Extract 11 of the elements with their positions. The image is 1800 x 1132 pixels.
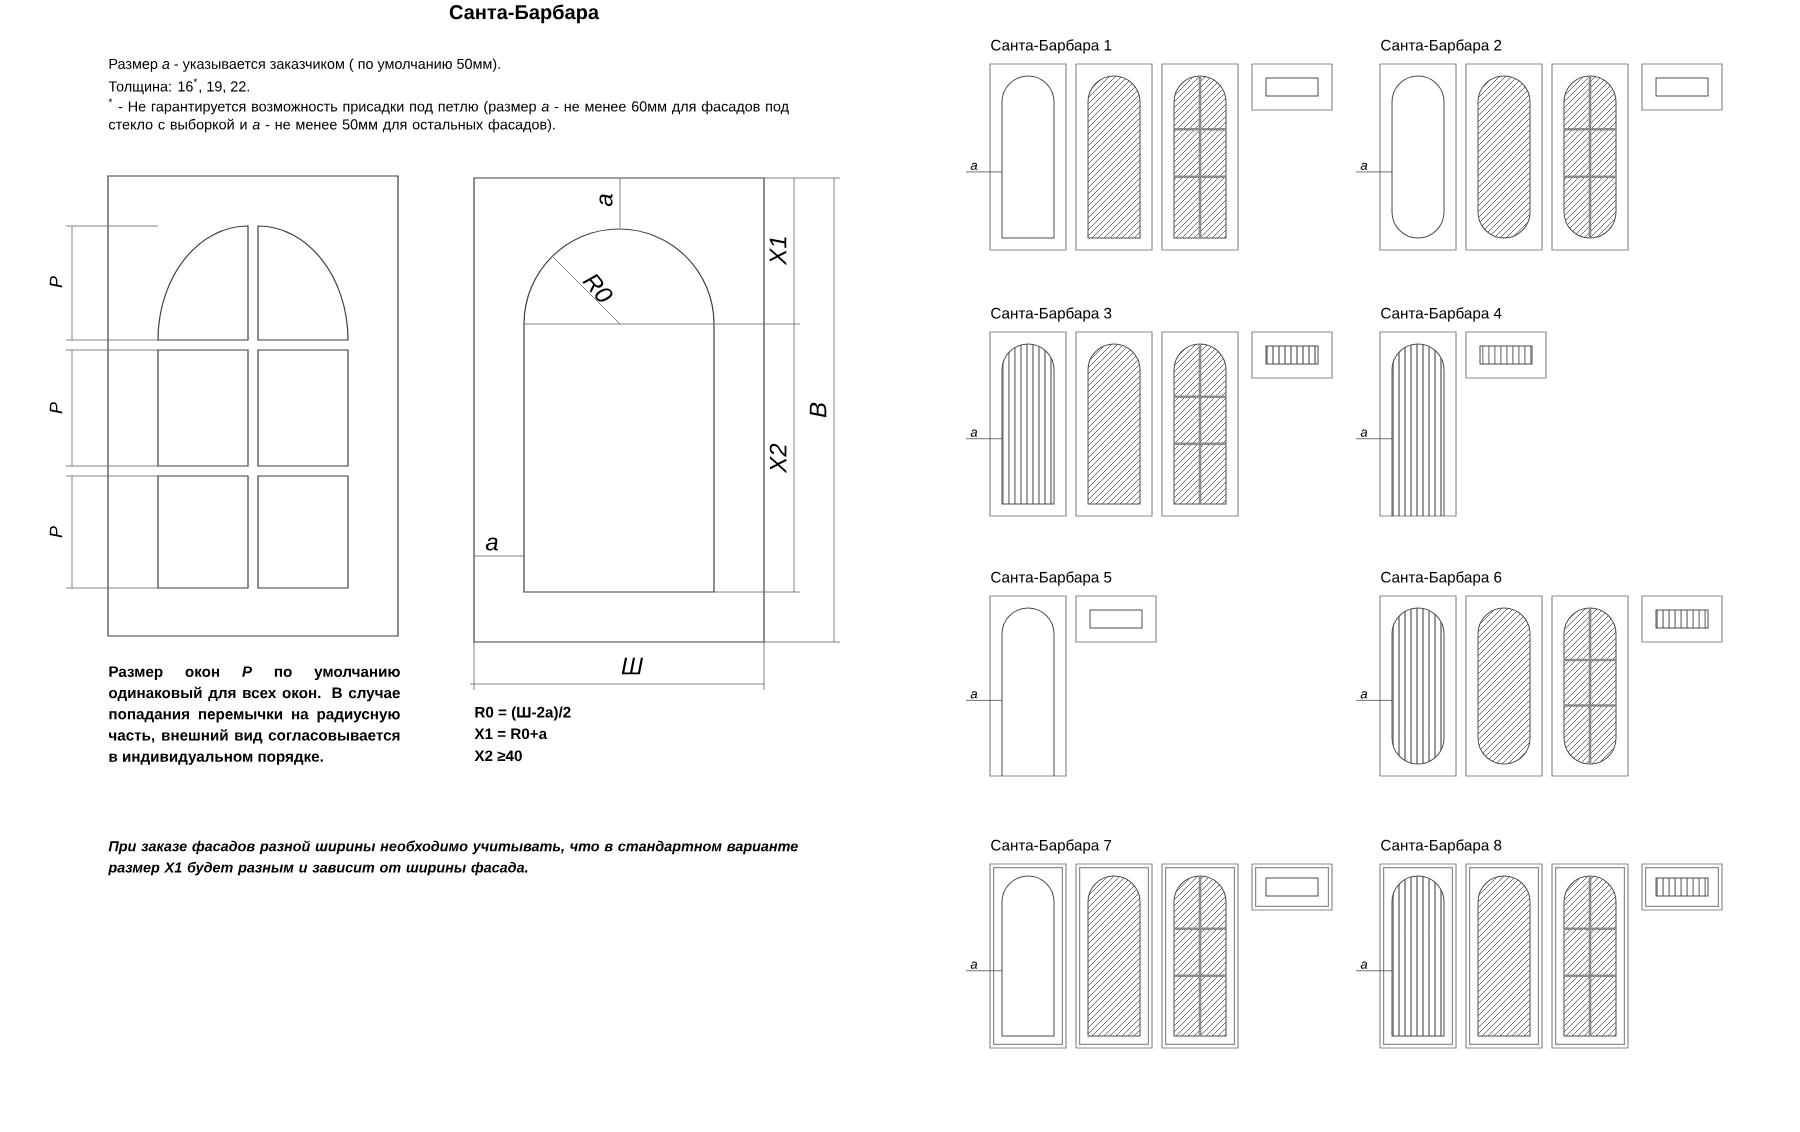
dimension-label: X1 [769, 237, 787, 266]
dimension-label: Р [49, 276, 63, 288]
dimension-label: R0 [582, 274, 613, 302]
dimension-label: X2 [769, 443, 787, 474]
title: Санта-Барбара [449, 4, 600, 24]
dimension-label: Ш [621, 657, 644, 675]
dimension-label: a [599, 194, 613, 207]
dimension-label: В [809, 402, 827, 418]
dimension-label: a [485, 537, 498, 551]
dimension-label: Р [49, 402, 63, 414]
dimension-label: Р [49, 526, 63, 538]
